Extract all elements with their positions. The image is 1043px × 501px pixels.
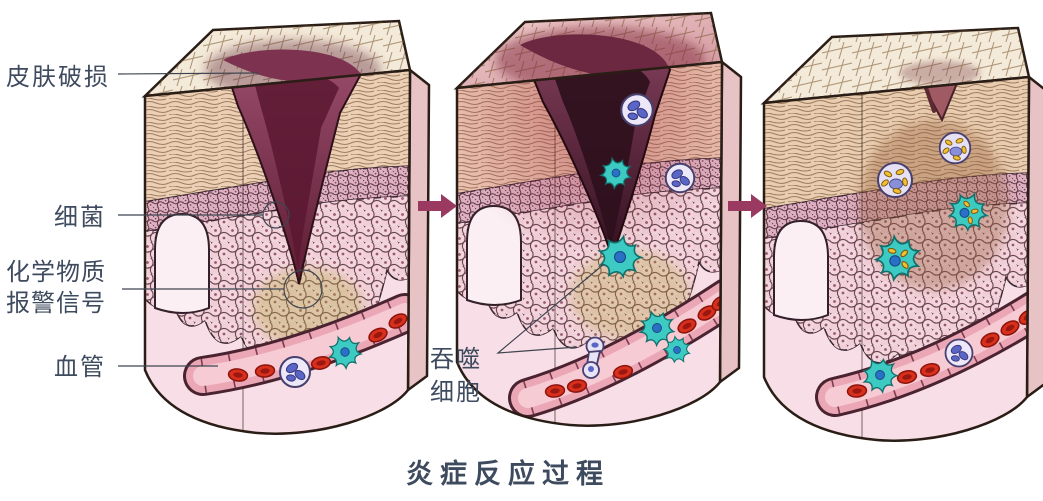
arrow-right-icon	[728, 194, 767, 218]
wound-opening	[223, 49, 361, 83]
blood-vessel	[508, 278, 722, 418]
skin-block-stage-1	[141, 19, 431, 435]
skin-side-face	[718, 59, 743, 385]
pointer-skin-damage	[117, 72, 259, 75]
hair-follicle-arch	[773, 219, 829, 321]
label-blood-vessel: 血管	[54, 354, 106, 381]
blood-vessel	[815, 287, 1029, 417]
blood-vessel	[183, 293, 410, 396]
pointer-phagocyte	[496, 263, 605, 354]
chemical-signal-callout-circle	[283, 269, 323, 309]
bacteria-callout-circle	[262, 201, 290, 229]
annotation-lines	[117, 72, 605, 367]
arrow-right-icon	[418, 194, 457, 218]
label-skin-damage: 皮肤破损	[6, 64, 110, 91]
skin-block-stage-3	[760, 26, 1043, 442]
hair-follicle-arch	[154, 212, 210, 314]
label-phagocyte: 吞噬 细胞	[430, 346, 482, 406]
skin-side-face	[406, 67, 431, 393]
skin-block-stage-2	[453, 11, 743, 427]
wound-opening	[520, 34, 670, 78]
healing-stain	[859, 120, 1009, 290]
label-chemical-signal: 化学物质 报警信号	[6, 259, 106, 317]
white-blood-cell-diapedesis	[582, 336, 605, 379]
label-bacteria: 细菌	[54, 204, 106, 231]
figure-title: 炎症反应过程	[406, 459, 610, 489]
